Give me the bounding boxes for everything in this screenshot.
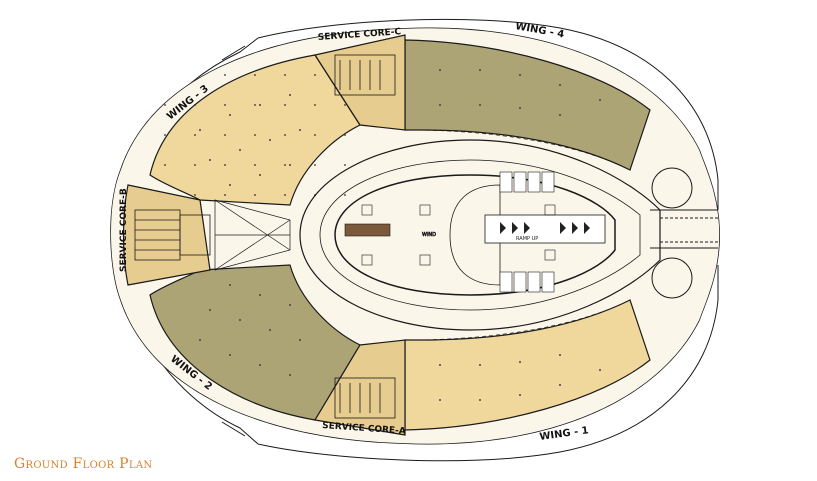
wind-label: WIND bbox=[422, 232, 436, 238]
wing-1-area bbox=[404, 299, 651, 431]
ramp-label: RAMP UP bbox=[516, 236, 538, 242]
service-core-b-area bbox=[122, 184, 211, 286]
service-core-b-label: SERVICE CORE-B bbox=[119, 188, 129, 272]
entrance-plaza bbox=[214, 199, 291, 271]
perimeter-road bbox=[404, 129, 631, 341]
column-grid bbox=[199, 69, 601, 401]
wing-4-area bbox=[404, 39, 651, 171]
plan-caption: Ground Floor Plan bbox=[14, 456, 153, 472]
ramp: RAMP UP bbox=[484, 214, 606, 244]
parking-stalls bbox=[499, 171, 555, 293]
core-details bbox=[134, 54, 396, 419]
wing-2-area bbox=[149, 264, 361, 421]
roundabouts bbox=[650, 167, 718, 299]
atrium-features: WIND bbox=[344, 204, 556, 266]
central-atrium bbox=[299, 139, 661, 331]
